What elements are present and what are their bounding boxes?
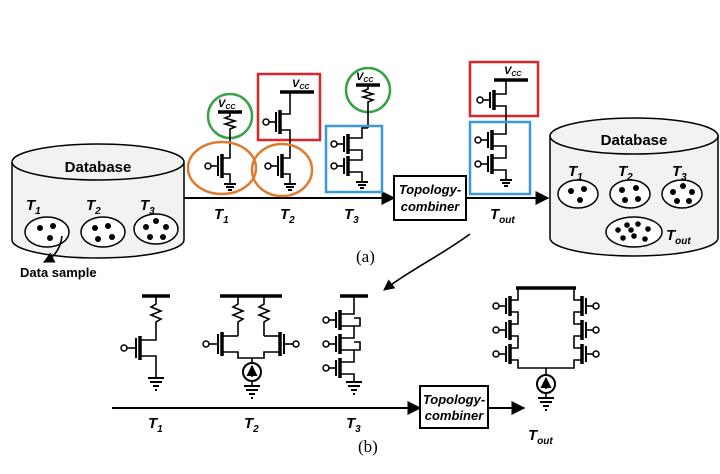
combiner-b-line1: Topology- <box>423 392 485 407</box>
tout-schematic-b <box>492 286 600 411</box>
topology-combiner-b: Topology- combiner <box>419 385 489 429</box>
tout-vcc-label: VCC <box>504 65 522 78</box>
t3-vcc-label: VCC <box>356 71 374 84</box>
caption-b: (b) <box>358 437 378 456</box>
right-db-group-t1-label: T1 <box>568 163 583 183</box>
t2-red-load-highlight <box>256 72 322 142</box>
right-db-group-tout-label: Tout <box>666 227 691 247</box>
right-db-group-t3-label: T3 <box>672 163 687 183</box>
data-sample-pointer <box>42 235 63 263</box>
right-db-cluster-t1 <box>557 179 599 209</box>
left-db-cluster-t3 <box>133 213 179 245</box>
tout-red-load-highlight <box>468 60 540 118</box>
t2-label-b: T2 <box>244 415 259 435</box>
t2-orange-device-highlight <box>250 142 314 198</box>
tout-label-b: Tout <box>528 427 553 447</box>
right-database: Database T1 T2 T3 Tout <box>549 117 719 257</box>
caption-a: (a) <box>356 247 375 266</box>
combiner-a-line2: combiner <box>401 199 460 214</box>
t3-label-b: T3 <box>346 415 361 435</box>
t1-label-b: T1 <box>148 415 163 435</box>
right-db-cluster-t2 <box>609 179 651 209</box>
t3-schematic-b <box>322 294 368 395</box>
right-db-cluster-t3 <box>661 179 703 209</box>
left-db-cluster-t2 <box>80 216 126 248</box>
left-db-group-t2-label: T2 <box>86 197 101 217</box>
combiner-b-line2: combiner <box>425 408 484 423</box>
t2-vcc-label: VCC <box>292 78 310 91</box>
right-db-group-t2-label: T2 <box>618 163 633 183</box>
data-sample-label: Data sample <box>20 265 97 280</box>
t1-schematic-b <box>120 294 170 391</box>
t2-subcircuit-a: VCC <box>250 72 322 198</box>
t3-label-a: T3 <box>344 206 359 226</box>
left-db-group-t1-label: T1 <box>26 197 41 217</box>
t1-orange-device-highlight <box>186 140 258 196</box>
combiner-a-line1: Topology- <box>399 182 461 197</box>
left-db-cluster-t1 <box>24 216 70 248</box>
tout-blue-device-highlight <box>468 120 532 196</box>
t1-subcircuit-a: VCC <box>186 92 258 196</box>
t1-vcc-label: VCC <box>218 98 236 111</box>
t2-schematic-b <box>202 294 300 399</box>
t1-label-a: T1 <box>214 206 229 226</box>
tout-subcircuit-a: VCC <box>468 60 540 196</box>
left-db-group-t3-label: T3 <box>140 197 155 217</box>
tout-label-a: Tout <box>490 206 515 226</box>
right-db-cluster-tout <box>605 216 663 248</box>
topology-combiner-a: Topology- combiner <box>393 175 467 221</box>
link-arrow-a-to-b <box>383 233 471 291</box>
left-database: Database T1 T2 T3 <box>11 143 185 263</box>
t3-blue-device-highlight <box>324 124 384 194</box>
t3-subcircuit-a: VCC <box>324 66 392 194</box>
t2-label-a: T2 <box>280 206 295 226</box>
right-database-title: Database <box>601 132 668 149</box>
left-database-title: Database <box>65 159 132 176</box>
